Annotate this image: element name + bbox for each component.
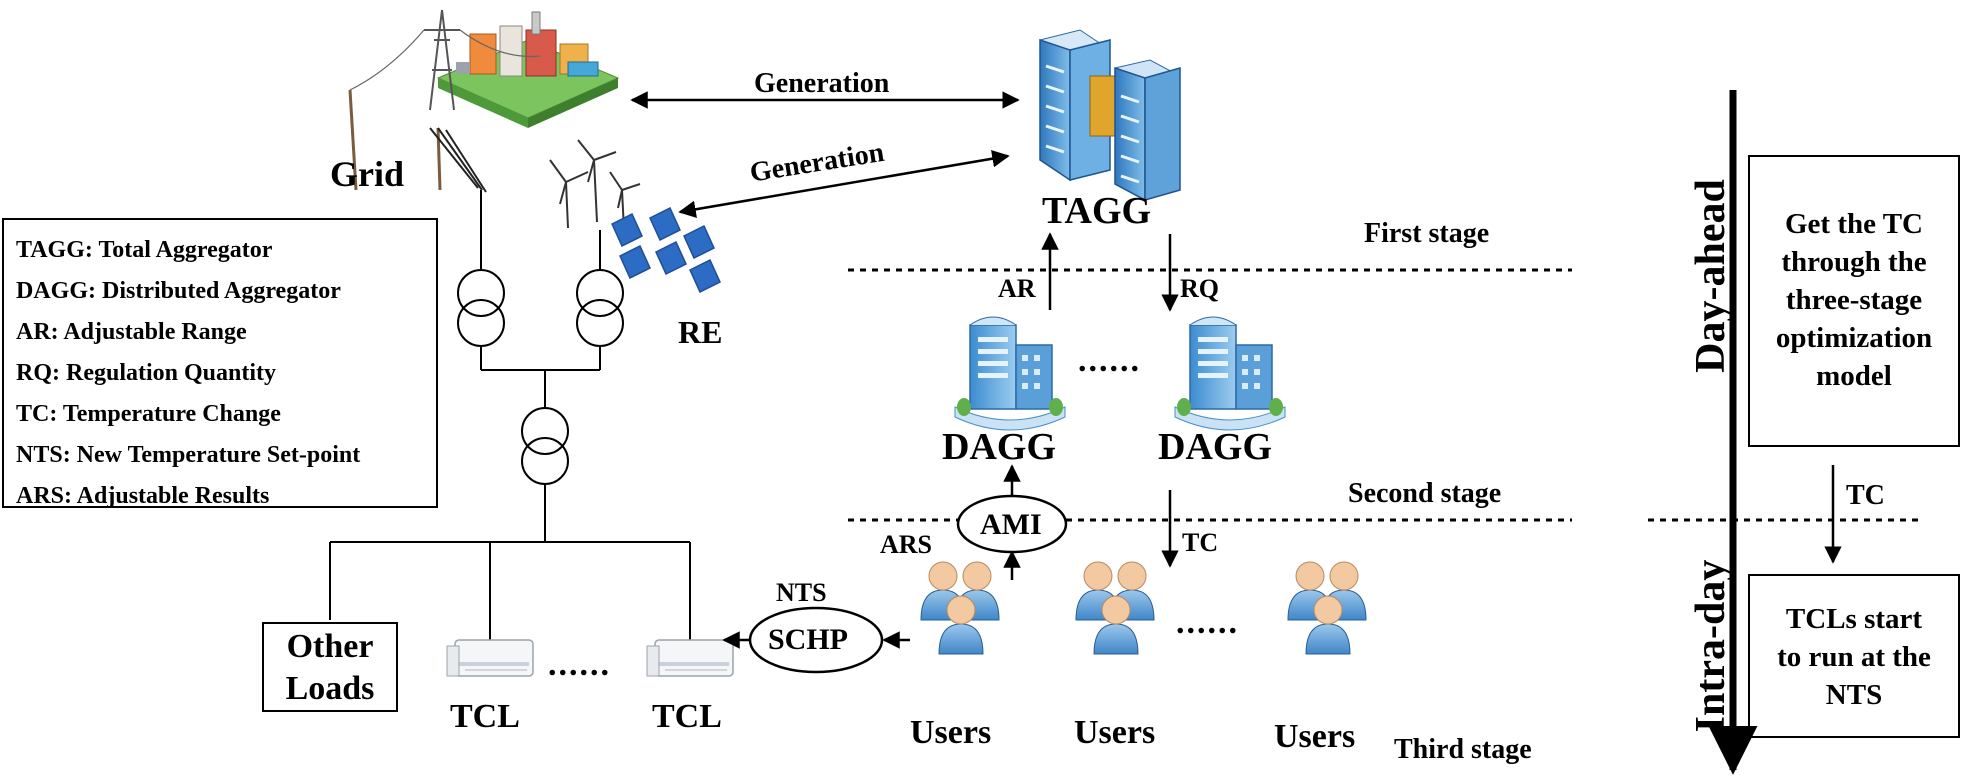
tagg-server-icon <box>1039 29 1181 202</box>
flow-arrows <box>630 91 1842 649</box>
dagg-ellipsis: ...... <box>1078 342 1141 379</box>
users-group-2-icon <box>1076 562 1154 654</box>
tc-right-label: TC <box>1846 480 1885 511</box>
tc-mid-label: TC <box>1182 528 1219 557</box>
intra-day-box-line: TCLs start <box>1785 603 1923 635</box>
first-stage-label: First stage <box>1364 218 1490 249</box>
ar-label: AR <box>998 274 1036 303</box>
transmission-tower-icon <box>348 9 541 193</box>
legend-item: DAGG: Distributed Aggregator <box>16 278 341 304</box>
tcl-ellipsis: ...... <box>548 646 611 683</box>
second-stage-label: Second stage <box>1348 478 1502 509</box>
dagg-left-icon <box>954 316 1066 431</box>
day-ahead-box-line: through the <box>1781 246 1927 278</box>
nts-label: NTS <box>776 578 827 607</box>
schp-ellipse <box>748 606 884 674</box>
day-ahead-box-line: optimization <box>1775 322 1933 354</box>
stage-divider-lines <box>848 268 1920 522</box>
legend-item: TC: Temperature Change <box>16 401 281 427</box>
generation-top-label: Generation <box>754 68 890 99</box>
dagg-right-label: DAGG <box>1158 426 1272 468</box>
grid-label: Grid <box>330 154 405 194</box>
dagg-left-label: DAGG <box>942 426 1056 468</box>
ami-label: AMI <box>980 508 1042 541</box>
dagg-right-icon <box>1174 316 1286 431</box>
day-ahead-box-line: three-stage <box>1785 284 1923 316</box>
users-ellipsis: ...... <box>1176 604 1239 641</box>
grid-wiring <box>329 190 691 640</box>
day-ahead-box-line: model <box>1816 360 1892 392</box>
users-1-label: Users <box>910 714 992 751</box>
rq-label: RQ <box>1180 274 1219 303</box>
generation-mid-arrow <box>678 150 1010 218</box>
legend-item: TAGG: Total Aggregator <box>16 237 273 263</box>
schp-label: SCHP <box>768 623 849 656</box>
tcl-right-label: TCL <box>652 698 722 735</box>
other-loads-box: Other Loads <box>262 622 398 712</box>
legend-item: NTS: New Temperature Set-point <box>16 442 361 468</box>
day-ahead-box: Get the TC through the three-stage optim… <box>1748 155 1960 447</box>
tcl-right-icon <box>646 639 734 677</box>
abbreviation-legend: TAGG: Total Aggregator DAGG: Distributed… <box>2 218 438 509</box>
legend-item: AR: Adjustable Range <box>16 319 247 345</box>
users-2-label: Users <box>1074 714 1156 751</box>
intra-day-box-line: NTS <box>1825 679 1883 711</box>
users-3-label: Users <box>1274 718 1356 755</box>
intra-day-box-line: to run at the <box>1777 641 1931 673</box>
power-plant-icon <box>436 11 620 128</box>
solar-panel-icon <box>611 206 721 294</box>
legend-item: ARS: Adjustable Results <box>16 483 270 509</box>
tagg-label: TAGG <box>1042 190 1152 232</box>
third-stage-label: Third stage <box>1394 734 1532 765</box>
users-group-1-icon <box>921 562 999 654</box>
intra-day-label: Intra-day <box>1688 559 1734 733</box>
other-loads-line-1: Other <box>286 628 374 665</box>
day-ahead-box-line: Get the TC <box>1784 208 1923 240</box>
re-label: RE <box>678 314 723 350</box>
other-loads-line-2: Loads <box>285 670 375 707</box>
wind-turbine-icon <box>549 139 641 231</box>
tcl-left-icon <box>446 639 534 677</box>
intra-day-box: TCLs start to run at the NTS <box>1748 574 1960 738</box>
ami-ellipse <box>956 494 1068 554</box>
users-group-3-icon <box>1288 562 1366 654</box>
ars-label: ARS <box>880 530 933 559</box>
legend-item: RQ: Regulation Quantity <box>16 360 277 386</box>
tcl-left-label: TCL <box>450 698 520 735</box>
day-ahead-label: Day-ahead <box>1688 179 1734 373</box>
